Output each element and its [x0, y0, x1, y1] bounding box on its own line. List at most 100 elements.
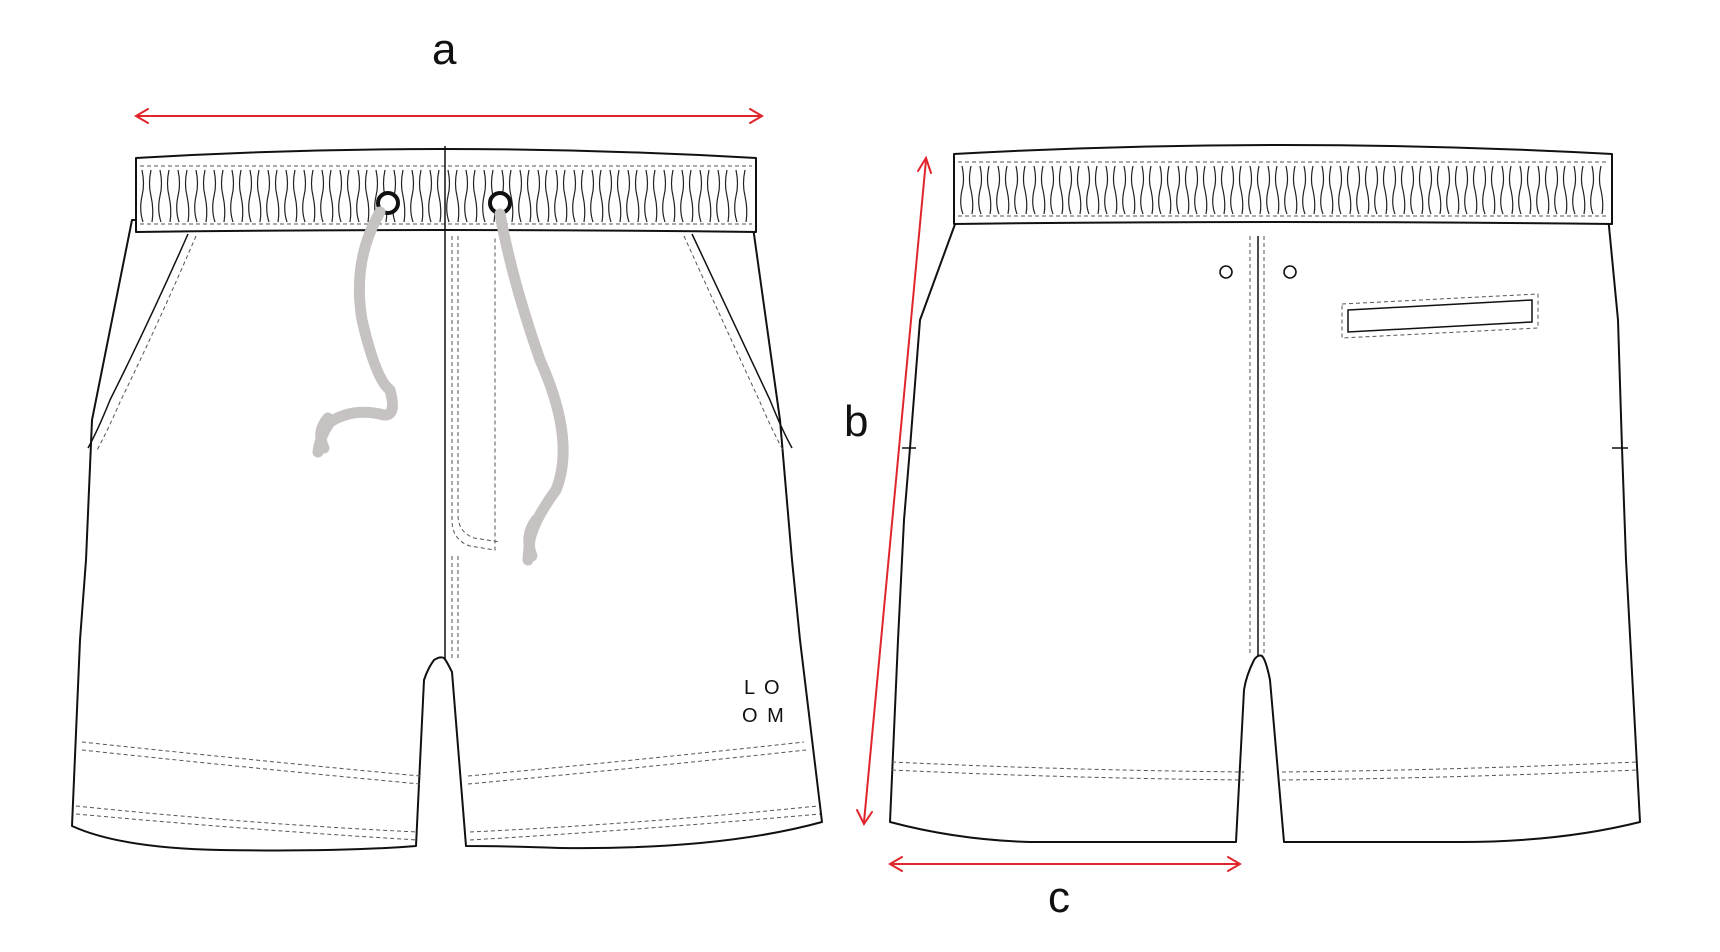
back-buttonhole-left: [1219, 265, 1233, 279]
waistband-gather-line: [1436, 165, 1442, 215]
waistband-gather-line: [1122, 165, 1127, 215]
waistband-gather-line: [1490, 165, 1496, 215]
waistband-gather-line: [338, 169, 343, 223]
waistband-gather-line: [1464, 165, 1469, 215]
waistband-gather-line: [608, 169, 613, 223]
back-view: [889, 144, 1641, 843]
waistband-gather-line: [194, 169, 199, 223]
waistband-gather-line: [266, 169, 271, 223]
waistband-gather-line: [1086, 165, 1091, 215]
waistband-gather-line: [1112, 165, 1118, 215]
waistband-gather-line: [1166, 165, 1172, 215]
waistband-gather-line: [1220, 165, 1226, 215]
waistband-gather-line: [1454, 165, 1460, 215]
back-welt-pocket: [1347, 299, 1533, 333]
waistband-gather-line: [1598, 165, 1604, 215]
waistband-gather-line: [482, 169, 487, 223]
waistband-gather-line: [328, 169, 334, 223]
back-buttonhole-right: [1283, 265, 1297, 279]
waistband-gather-line: [472, 169, 478, 223]
dimension-b-label: b: [844, 397, 868, 446]
waistband-gather-line: [1140, 165, 1145, 215]
waistband-gather-line: [580, 169, 586, 223]
waistband-gather-line: [1428, 165, 1433, 215]
waistband-gather-line: [688, 169, 694, 223]
waistband-gather-line: [1058, 165, 1064, 215]
waistband-gather-line: [1212, 165, 1217, 215]
dimension-c: c: [888, 856, 1242, 922]
waistband-gather-line: [1248, 165, 1253, 215]
waistband-gather-line: [1364, 165, 1370, 215]
waistband-gather-line: [418, 169, 424, 223]
waistband-gather-line: [1500, 165, 1505, 215]
waistband-gather-line: [1076, 165, 1082, 215]
waistband-gather-line: [428, 169, 433, 223]
waistband-gather-line: [166, 169, 172, 223]
waistband-gather-line: [1014, 165, 1019, 215]
waistband-gather-line: [508, 169, 514, 223]
waistband-gather-line: [554, 169, 559, 223]
waistband-gather-line: [1572, 165, 1577, 215]
dimension-a: a: [134, 25, 764, 124]
back-shorts-body: [889, 215, 1641, 843]
waistband-gather-line: [536, 169, 541, 223]
waistband-gather-line: [1194, 165, 1199, 215]
waistband-gather-line: [1536, 165, 1541, 215]
waistband-gather-line: [1148, 165, 1154, 215]
waistband-gather-line: [698, 169, 703, 223]
waistband-gather-line: [1526, 165, 1532, 215]
waistband-gather-line: [1400, 165, 1406, 215]
waistband-gather-line: [1022, 165, 1028, 215]
waistband-gather-line: [230, 169, 235, 223]
waistband-gather-line: [616, 169, 622, 223]
waistband-gather-line: [518, 169, 523, 223]
waistband-gather-line: [1418, 165, 1424, 215]
waistband-gather-line: [1310, 165, 1316, 215]
waistband-gather-line: [670, 169, 676, 223]
waistband-gather-line: [544, 169, 550, 223]
waistband-gather-line: [1382, 165, 1388, 215]
waistband-gather-line: [968, 165, 974, 215]
waistband-gather-line: [960, 165, 965, 215]
waistband-gather-line: [1158, 165, 1163, 215]
waistband-gather-line: [1482, 165, 1487, 215]
waistband-gather-line: [310, 169, 316, 223]
dimension-a-label: a: [432, 25, 457, 74]
waistband-gather-line: [148, 169, 154, 223]
logo-line-2: O M: [742, 705, 786, 727]
waistband-gather-line: [734, 169, 739, 223]
waistband-gather-line: [1472, 165, 1478, 215]
waistband-gather-line: [1004, 165, 1010, 215]
front-waistband-gathers: [140, 169, 748, 223]
waistband-gather-line: [706, 169, 712, 223]
waistband-gather-line: [1580, 165, 1586, 215]
front-waistband: [135, 148, 757, 233]
waistband-gather-line: [1328, 165, 1334, 215]
waistband-gather-line: [716, 169, 721, 223]
waistband-gather-line: [1518, 165, 1523, 215]
waistband-gather-line: [652, 169, 658, 223]
waistband-gather-line: [1256, 165, 1262, 215]
dimension-b: b: [844, 155, 932, 826]
waistband-gather-line: [562, 169, 568, 223]
waistband-gather-line: [274, 169, 280, 223]
waistband-gather-line: [1562, 165, 1568, 215]
waistband-gather-line: [202, 169, 208, 223]
waistband-gather-line: [446, 169, 451, 223]
waistband-gather-line: [356, 169, 361, 223]
waistband-gather-line: [346, 169, 352, 223]
waistband-gather-line: [1356, 165, 1361, 215]
waistband-gather-line: [1230, 165, 1235, 215]
waistband-gather-line: [1202, 165, 1208, 215]
waistband-gather-line: [996, 165, 1001, 215]
waistband-gather-line: [1130, 165, 1136, 215]
waistband-gather-line: [1544, 165, 1550, 215]
dimension-c-label: c: [1048, 873, 1070, 922]
waistband-gather-line: [1032, 165, 1037, 215]
waistband-gather-line: [1410, 165, 1415, 215]
waistband-gather-line: [1320, 165, 1325, 215]
waistband-gather-line: [590, 169, 595, 223]
waistband-gather-line: [1104, 165, 1109, 215]
waistband-gather-line: [1068, 165, 1073, 215]
waistband-gather-line: [1446, 165, 1451, 215]
